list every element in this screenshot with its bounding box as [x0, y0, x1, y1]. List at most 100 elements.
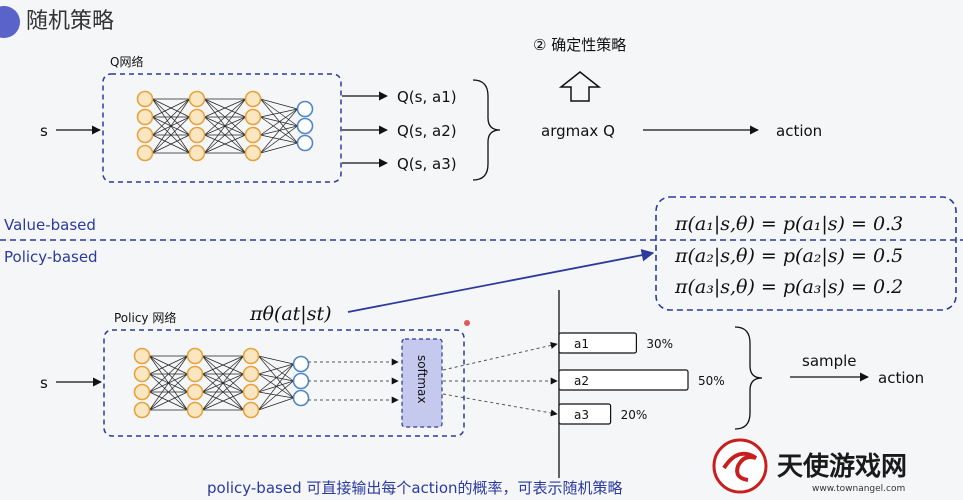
policy-network-box — [103, 329, 465, 437]
policy-net-connection — [258, 355, 294, 365]
q-value-3: Q(s, a3) — [397, 155, 457, 173]
q-net-neuron — [188, 108, 206, 126]
policy-net-neuron — [133, 347, 151, 365]
policy-network-graph — [133, 347, 310, 419]
softmax-block — [401, 338, 443, 428]
up-arrow-icon — [558, 71, 602, 102]
policy-net-neuron — [133, 365, 151, 383]
q-net-connection — [260, 98, 298, 110]
policy-net-connection — [202, 355, 244, 375]
watermark-name: 天使游戏网 — [777, 452, 907, 482]
policy-net-neuron — [186, 401, 204, 419]
policy-based-label: Policy-based — [4, 248, 98, 266]
policy-net-connection — [202, 373, 244, 411]
q-net-connection — [260, 108, 298, 136]
policy-net-connection — [202, 355, 244, 393]
q-net-connection — [204, 98, 246, 118]
bottom-action-label: action — [878, 369, 924, 387]
deterministic-label: ② 确定性策略 — [533, 36, 626, 54]
policy-net-connection — [258, 363, 294, 393]
formula-a2: π(a₂|s,θ) = p(a₂|s) = 0.5 — [674, 245, 903, 267]
policy-net-connection — [149, 355, 188, 411]
q-net-connection — [260, 108, 298, 118]
q-net-connection — [260, 116, 298, 127]
probability-bar-a1 — [558, 332, 638, 354]
policy-to-formula-arrow — [347, 248, 655, 313]
q-net-connection — [260, 98, 298, 127]
q-net-connection — [152, 98, 190, 136]
bottom-input-label: s — [40, 374, 48, 392]
q-net-connection — [152, 98, 190, 154]
policy-net-neuron — [133, 401, 151, 419]
q-net-neuron — [244, 90, 262, 108]
q-net-neuron — [244, 108, 262, 126]
policy-net-neuron — [242, 365, 260, 383]
policy-net-output-neuron — [292, 372, 310, 390]
q-value-2: Q(s, a2) — [397, 122, 457, 140]
q-net-connection — [204, 98, 246, 136]
top-input-label: s — [40, 122, 48, 140]
probability-bar-label: a3 — [574, 408, 589, 422]
policy-net-connection — [149, 391, 188, 411]
policy-network-label: Policy 网络 — [114, 310, 176, 325]
watermark-url: www.townangel.com — [812, 484, 905, 494]
watermark-swirl-stroke — [722, 451, 758, 482]
policy-net-connection — [258, 391, 294, 399]
policy-net-neuron — [186, 383, 204, 401]
q-net-connection — [260, 98, 298, 144]
page-title: 随机策略 — [26, 9, 114, 34]
title-badge — [0, 6, 20, 38]
softmax-out-arrow-3 — [442, 393, 558, 417]
q-net-neuron — [244, 126, 262, 144]
policy-net-neuron — [242, 347, 260, 365]
top-brace — [472, 79, 501, 181]
policy-net-neuron — [242, 401, 260, 419]
watermark-logo: 天使游戏网 www.townangel.com — [712, 438, 907, 494]
q-net-neuron — [136, 126, 154, 144]
q-net-neuron — [188, 144, 206, 162]
policy-function-label: πθ(at|st) — [249, 303, 332, 325]
probability-bar-a3 — [558, 403, 612, 425]
probability-bar-percent: 20% — [621, 408, 648, 422]
q-network-box — [102, 73, 342, 183]
q-net-connection — [204, 116, 246, 154]
policy-net-connection — [258, 380, 294, 411]
top-action-label: action — [776, 122, 822, 140]
q-net-neuron — [244, 144, 262, 162]
q-net-neuron — [188, 126, 206, 144]
argmax-label: argmax Q — [541, 122, 615, 140]
value-based-label: Value-based — [4, 216, 96, 234]
policy-net-neuron — [133, 383, 151, 401]
policy-note: policy-based 可直接输出每个action的概率，可表示随机策略 — [207, 479, 623, 497]
policy-net-connection — [258, 355, 294, 399]
q-net-connection — [152, 116, 190, 154]
sample-label: sample — [802, 352, 857, 370]
q-net-connection — [204, 98, 246, 154]
policy-net-connection — [202, 391, 244, 411]
probability-bar-label: a2 — [574, 374, 589, 388]
policy-net-connection — [258, 355, 294, 382]
q-net-neuron — [188, 90, 206, 108]
policy-net-connection — [258, 363, 294, 375]
policy-net-connection — [258, 397, 294, 411]
policy-net-connection — [149, 355, 188, 393]
policy-net-neuron — [186, 365, 204, 383]
probability-bar-a2 — [558, 369, 689, 391]
probability-bar-percent: 50% — [698, 374, 725, 388]
q-net-connection — [152, 134, 190, 154]
policy-net-connection — [258, 373, 294, 382]
q-network-label: Q网络 — [110, 54, 143, 69]
q-value-1: Q(s, a1) — [397, 88, 457, 106]
q-net-output-neuron — [296, 117, 314, 135]
q-net-neuron — [136, 108, 154, 126]
q-net-connection — [260, 142, 298, 154]
probability-formula-box — [655, 196, 957, 311]
policy-net-connection — [202, 355, 244, 411]
q-net-neuron — [136, 90, 154, 108]
probability-bar-percent: 30% — [646, 337, 673, 351]
probability-bar-label: a1 — [574, 337, 589, 351]
probability-bars: a1 30% a2 50% a3 20% — [558, 332, 725, 425]
q-net-connection — [260, 125, 298, 154]
